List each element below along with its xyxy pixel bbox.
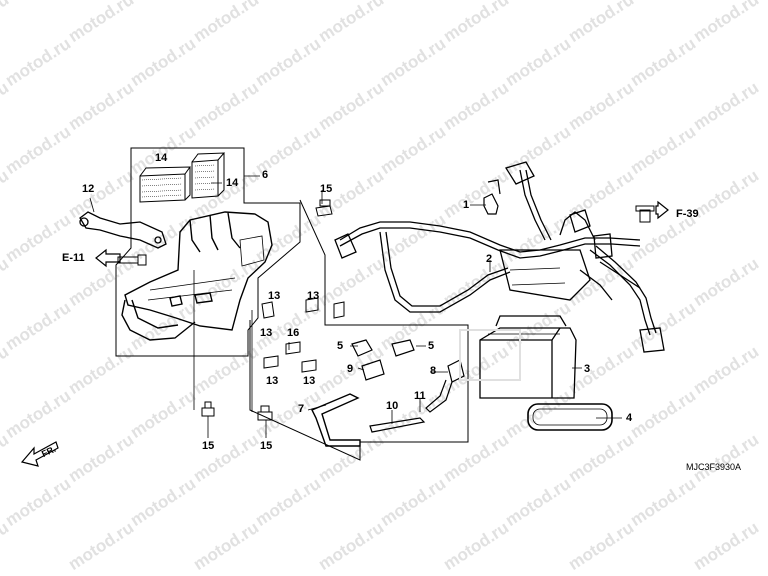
- diagram-code: MJC3F3930A: [686, 462, 742, 472]
- label-part-12: 12: [82, 183, 95, 195]
- group-box-6: [115, 147, 301, 357]
- brand-watermark: [459, 329, 521, 381]
- tube-7: [311, 393, 361, 447]
- battery-tray: [121, 211, 273, 341]
- label-part-2: 2: [486, 253, 493, 265]
- label-part-10: 10: [386, 400, 399, 412]
- clamp-5-left: [351, 339, 373, 357]
- ecu-3: [479, 315, 577, 399]
- label-part-7: 7: [298, 403, 305, 415]
- label-part-13: 13: [268, 290, 281, 302]
- bolt-15-left: [201, 401, 215, 417]
- clips-13: [261, 297, 345, 373]
- bolt-f39: [635, 205, 655, 223]
- filter-14-left: [139, 166, 191, 203]
- label-part-14: 14: [155, 152, 168, 164]
- group-box-harness: [249, 199, 469, 461]
- clamp-5-right: [391, 339, 415, 357]
- label-part-15: 15: [260, 440, 273, 452]
- arrow-e11: [95, 248, 121, 268]
- rubber-band-4: [527, 403, 613, 431]
- label-part-13: 13: [266, 375, 279, 387]
- label-part-14: 14: [226, 177, 239, 189]
- label-part-15: 15: [202, 440, 215, 452]
- arrow-f39: [655, 200, 669, 220]
- label-part-6: 6: [262, 169, 269, 181]
- label-part-11: 11: [414, 390, 426, 402]
- connectors: [334, 161, 665, 353]
- label-part-16: 16: [287, 327, 300, 339]
- label-part-5: 5: [337, 340, 344, 352]
- bolt-15-top: [315, 199, 333, 217]
- bolt-e11: [117, 254, 147, 266]
- ref-e11: E-11: [62, 252, 85, 264]
- ref-f39: F-39: [676, 208, 699, 220]
- label-part-3: 3: [584, 363, 591, 375]
- label-part-13: 13: [307, 290, 320, 302]
- label-part-13: 13: [260, 327, 273, 339]
- label-part-8: 8: [430, 365, 437, 377]
- label-part-5: 5: [428, 340, 435, 352]
- label-part-1: 1: [463, 199, 470, 211]
- bolt-15-mid: [257, 405, 273, 421]
- label-part-9: 9: [347, 363, 354, 375]
- clamp-9: [361, 359, 385, 381]
- holder-8: [425, 359, 465, 413]
- wire-harness-2: [339, 169, 657, 336]
- label-part-4: 4: [626, 412, 633, 424]
- tube-10: [369, 417, 426, 433]
- label-part-15: 15: [320, 183, 333, 195]
- leader-lines: [89, 175, 622, 438]
- bracket-12: [79, 211, 167, 249]
- fr-arrow: [20, 441, 59, 467]
- label-part-13: 13: [303, 375, 316, 387]
- filter-14-right: [191, 152, 226, 199]
- clip-1: [483, 179, 501, 215]
